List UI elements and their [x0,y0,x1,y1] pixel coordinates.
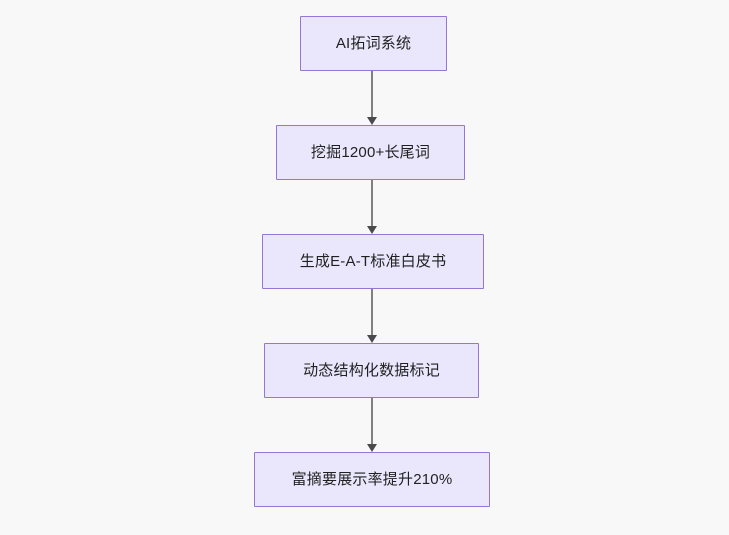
edge-line [371,289,373,335]
flowchart-edge-3-to-4 [365,289,379,343]
flowchart-node-3[interactable]: 生成E-A-T标准白皮书 [262,234,484,289]
flowchart-node-1-label: AI拓词系统 [335,34,412,52]
flowchart-edge-2-to-3 [365,180,379,234]
edge-line [371,71,373,117]
flowchart-edge-1-to-2 [365,71,379,125]
flowchart-node-2[interactable]: 挖掘1200+长尾词 [276,125,465,180]
arrowhead-down-icon [367,444,377,452]
arrowhead-down-icon [367,335,377,343]
flowchart-node-3-label: 生成E-A-T标准白皮书 [299,252,447,270]
flowchart-edge-4-to-5 [365,398,379,452]
flowchart-node-5[interactable]: 富摘要展示率提升210% [254,452,490,507]
flowchart-node-4[interactable]: 动态结构化数据标记 [264,343,479,398]
edge-line [371,398,373,444]
arrowhead-down-icon [367,117,377,125]
flowchart-node-1[interactable]: AI拓词系统 [300,16,447,71]
arrowhead-down-icon [367,226,377,234]
flowchart-node-5-label: 富摘要展示率提升210% [291,470,453,488]
flowchart-node-4-label: 动态结构化数据标记 [303,361,440,379]
flowchart-node-2-label: 挖掘1200+长尾词 [310,143,431,161]
edge-line [371,180,373,226]
